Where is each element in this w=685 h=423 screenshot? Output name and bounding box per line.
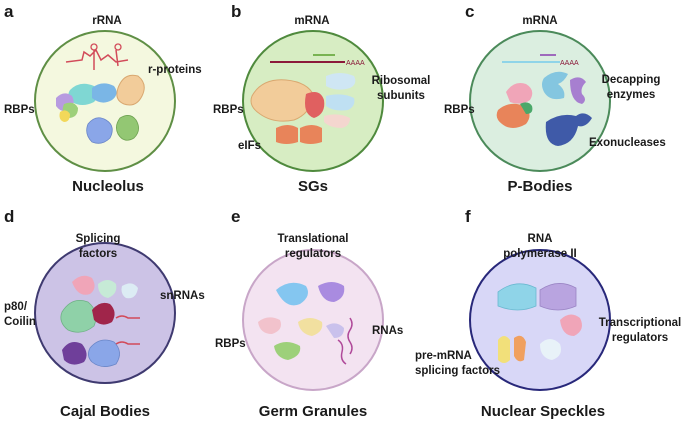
rbp-blob-green: [274, 342, 301, 360]
rbps-label: RBPs: [215, 338, 246, 350]
snrna-line-2: [115, 341, 140, 345]
nucleolus-diagram: [34, 30, 176, 172]
pbodies-diagram: AAAA: [469, 30, 611, 172]
regulator-blob-blue: [276, 282, 308, 306]
splicing-blob-2: [98, 280, 117, 298]
protein-blob-purple: [62, 342, 87, 365]
cajal-diagram: [34, 242, 176, 384]
snrnas-label: snRNAs: [160, 290, 205, 302]
exonucleases-label: Exonucleases: [589, 137, 666, 149]
sgs-diagram: AAAA: [242, 30, 384, 172]
rbp-blob-yellow: [59, 110, 70, 122]
splicing-blob-1: [72, 275, 95, 295]
panel-letter-f: f: [465, 207, 471, 226]
germ-title: Germ Granules: [258, 403, 368, 420]
translational-label: Translational: [277, 233, 349, 245]
pbodies-title: P-Bodies: [507, 178, 573, 195]
rna-label: RNA: [527, 233, 553, 245]
ribosomal-label: Ribosomal: [371, 75, 431, 87]
rbp-blob-pink: [258, 317, 281, 334]
pbodies-circle: [469, 30, 611, 172]
decapping-blob-1: [542, 71, 568, 100]
rbp-blob-green: [520, 102, 533, 114]
splicing-blob-yellow: [498, 336, 510, 363]
splicing-blob-3: [121, 283, 138, 299]
panel-letter-e: e: [231, 207, 241, 226]
panel-letter-d: d: [4, 207, 15, 226]
decapping-label: Decapping: [601, 74, 661, 86]
snrna-line-1: [115, 315, 140, 319]
enzymes-label: enzymes: [606, 89, 656, 101]
rbp-blob-orange: [496, 103, 530, 128]
rprotein-blob: [116, 74, 145, 106]
polymerase-ii-label: polymerase II: [503, 248, 577, 260]
rna-squiggle-1: [347, 317, 353, 355]
svg-text:AAAA: AAAA: [346, 60, 365, 67]
germ-diagram: [242, 249, 384, 391]
protein-blob-blue: [88, 339, 120, 367]
panel-letter-a: a: [4, 2, 14, 21]
factors-label: factors: [78, 248, 118, 260]
coilin-blob-dark: [92, 302, 115, 325]
rbps-label: RBPs: [4, 104, 35, 116]
rbp-blob-teal: [68, 83, 98, 105]
sgs-title: SGs: [297, 178, 328, 195]
regulators-label: regulators: [284, 248, 342, 260]
cajal-title: Cajal Bodies: [59, 403, 151, 420]
mrna-label: mRNA: [522, 15, 558, 27]
subunits-label: subunits: [377, 90, 425, 102]
svg-text:AAAA: AAAA: [560, 60, 579, 67]
transcriptional-regulators-label: regulators: [611, 332, 669, 344]
splicing-blob-orange: [514, 335, 526, 362]
eif-blob-1: [276, 125, 298, 144]
ribosome-blue-2: [326, 94, 355, 111]
splicing-factors-label: splicing factors: [415, 365, 500, 377]
transcriptional-label: Transcriptional: [598, 317, 682, 329]
polymerase-blob-2: [539, 283, 577, 311]
panel-letter-b: b: [231, 2, 242, 21]
rrna-label: rRNA: [92, 15, 122, 27]
rbp-blob-pink: [506, 83, 533, 104]
speckles-title: Nuclear Speckles: [480, 403, 606, 420]
protein-blob-green: [116, 115, 139, 141]
rna-squiggle-2: [337, 339, 347, 365]
r-proteins-label: r-proteins: [148, 64, 202, 76]
coilin-blob: [60, 299, 97, 333]
nucleolus-title: Nucleolus: [72, 178, 144, 195]
rbp-blob-lilac: [326, 323, 344, 338]
rnas-label: RNAs: [372, 325, 404, 337]
coilin-label: Coilin: [4, 316, 36, 328]
mrna-label: mRNA: [294, 15, 330, 27]
regulator-blob-purple: [318, 282, 345, 302]
splicing-label: Splicing: [75, 233, 121, 245]
splicing-blob-white: [540, 339, 561, 360]
pre-mrna-label: pre-mRNA: [415, 350, 472, 362]
p80-label: p80/: [4, 301, 28, 313]
speckles-diagram: [469, 249, 611, 391]
rbps-label: RBPs: [213, 104, 244, 116]
ribosome-pink: [324, 114, 350, 128]
panel-letter-c: c: [465, 2, 475, 21]
polymerase-blob-1: [497, 283, 537, 311]
transcriptional-blob: [560, 314, 582, 336]
eif-blob-2: [300, 125, 322, 144]
eifs-label: eIFs: [238, 140, 262, 152]
rbp-blob-blue: [92, 83, 117, 103]
protein-blob-blue: [86, 117, 113, 144]
rbps-label: RBPs: [444, 104, 475, 116]
rbp-blob-red: [305, 92, 325, 118]
decapping-blob-2: [570, 77, 586, 104]
exonuclease-blob: [545, 113, 592, 146]
ribosome-blue-1: [326, 73, 356, 90]
rbp-blob-tan: [298, 318, 323, 336]
